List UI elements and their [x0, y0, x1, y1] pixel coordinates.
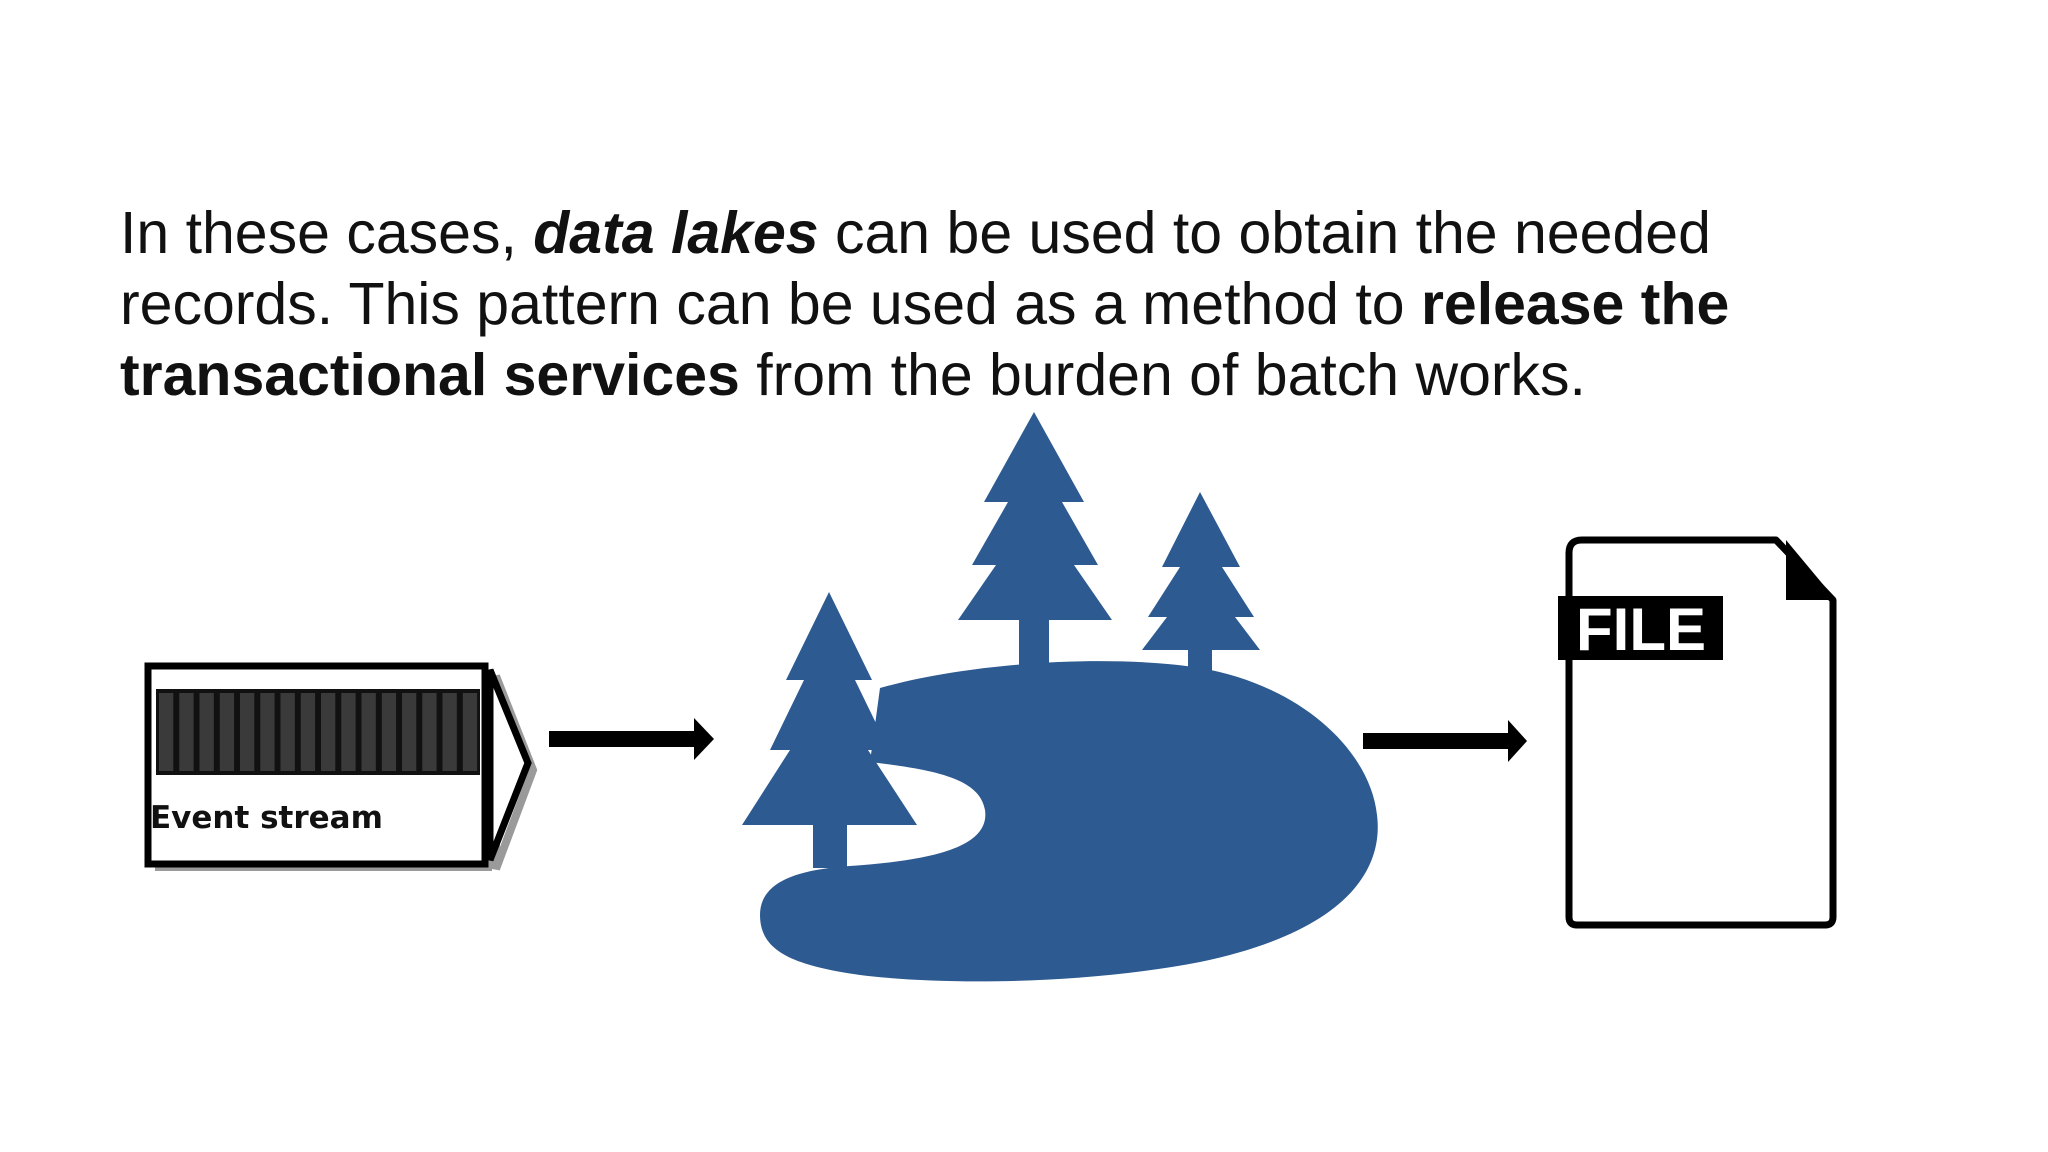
data-lakes-emphasis: data lakes — [533, 200, 819, 266]
arrow-right-icon — [549, 718, 714, 760]
file-label: FILE — [1576, 596, 1706, 663]
stream-queue-cell — [179, 693, 194, 771]
event-stream-label: Event stream — [150, 800, 383, 836]
event-stream-icon: Event stream — [144, 662, 538, 871]
body-paragraph: In these cases, data lakes can be used t… — [120, 198, 1940, 411]
stream-queue-cell — [442, 693, 457, 771]
stream-queue-cells — [156, 689, 480, 775]
stream-queue-cell — [219, 693, 235, 771]
file-icon: FILE — [1558, 536, 1837, 929]
release-services-emphasis: release the transactional services — [120, 271, 1730, 408]
stream-queue-cell — [300, 693, 316, 771]
stream-queue-cell — [280, 693, 295, 771]
stream-queue-cell — [240, 693, 255, 771]
stream-queue-cell — [159, 693, 174, 771]
stream-queue-cell — [381, 693, 397, 771]
stream-queue-cell — [199, 693, 214, 771]
stream-queue-cell — [361, 693, 376, 771]
stream-queue-cell — [321, 693, 336, 771]
paragraph-text-1: In these cases, — [120, 200, 534, 266]
stream-queue-cell — [260, 693, 275, 771]
stream-queue-cell — [422, 693, 437, 771]
paragraph-text-2: can be used to obtain the needed records… — [120, 200, 1711, 337]
stream-queue-cell — [341, 693, 356, 771]
stream-queue-cell — [402, 693, 417, 771]
stream-queue-cell — [462, 693, 478, 771]
data-lake-icon — [742, 412, 1378, 982]
arrow-right-icon — [1363, 720, 1527, 762]
paragraph-text-3: from the burden of batch works. — [739, 342, 1586, 408]
